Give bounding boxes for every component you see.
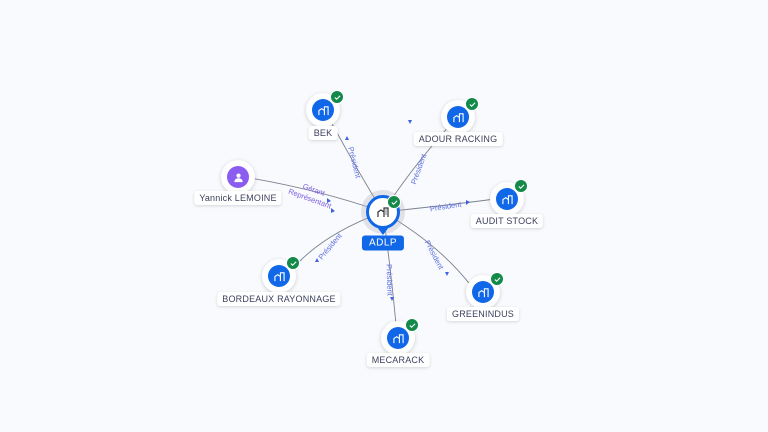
verified-icon — [330, 90, 344, 104]
verified-icon — [514, 179, 528, 193]
building-icon — [392, 333, 404, 343]
node-adour-racking[interactable] — [441, 97, 479, 134]
node-label-adour-racking[interactable]: ADOUR RACKING — [413, 132, 503, 146]
edge-label-audit-stock: Président — [429, 199, 463, 213]
building-icon — [477, 287, 489, 297]
verified-icon — [465, 97, 479, 111]
node-bek[interactable] — [306, 90, 344, 127]
building-icon — [317, 105, 329, 115]
building-icon — [501, 194, 513, 204]
node-bordeaux-rayonnage[interactable] — [262, 256, 300, 293]
node-audit-stock[interactable] — [490, 179, 528, 216]
verified-icon — [286, 256, 300, 270]
building-icon — [452, 112, 464, 122]
building-icon — [273, 271, 285, 281]
verified-icon — [387, 195, 401, 209]
node-label-audit-stock[interactable]: AUDIT STOCK — [470, 214, 544, 228]
node-label-bek[interactable]: BEK — [308, 126, 338, 140]
edge-label-bordeaux-rayonnage: Président — [316, 231, 344, 262]
node-yannick-lemoine[interactable] — [221, 160, 255, 194]
verified-icon — [490, 272, 504, 286]
node-mecarack[interactable] — [381, 318, 419, 355]
edge-label-mecarack: Président — [384, 264, 394, 297]
node-greenindus[interactable] — [466, 272, 504, 309]
center-node-adlp[interactable] — [361, 190, 405, 235]
person-icon — [233, 173, 243, 182]
verified-icon — [405, 318, 419, 332]
node-label-bordeaux-rayonnage[interactable]: BORDEAUX RAYONNAGE — [217, 292, 341, 306]
node-label-yannick-lemoine[interactable]: Yannick LEMOINE — [194, 191, 282, 205]
center-node-label[interactable]: ADLP — [361, 235, 405, 251]
building-icon — [377, 207, 389, 217]
edge-label-bek: Président — [346, 146, 363, 180]
edge-label-adour-racking: Président — [409, 152, 429, 186]
node-label-mecarack[interactable]: MECARACK — [366, 353, 430, 367]
node-label-greenindus[interactable]: GREENINDUS — [446, 307, 520, 321]
